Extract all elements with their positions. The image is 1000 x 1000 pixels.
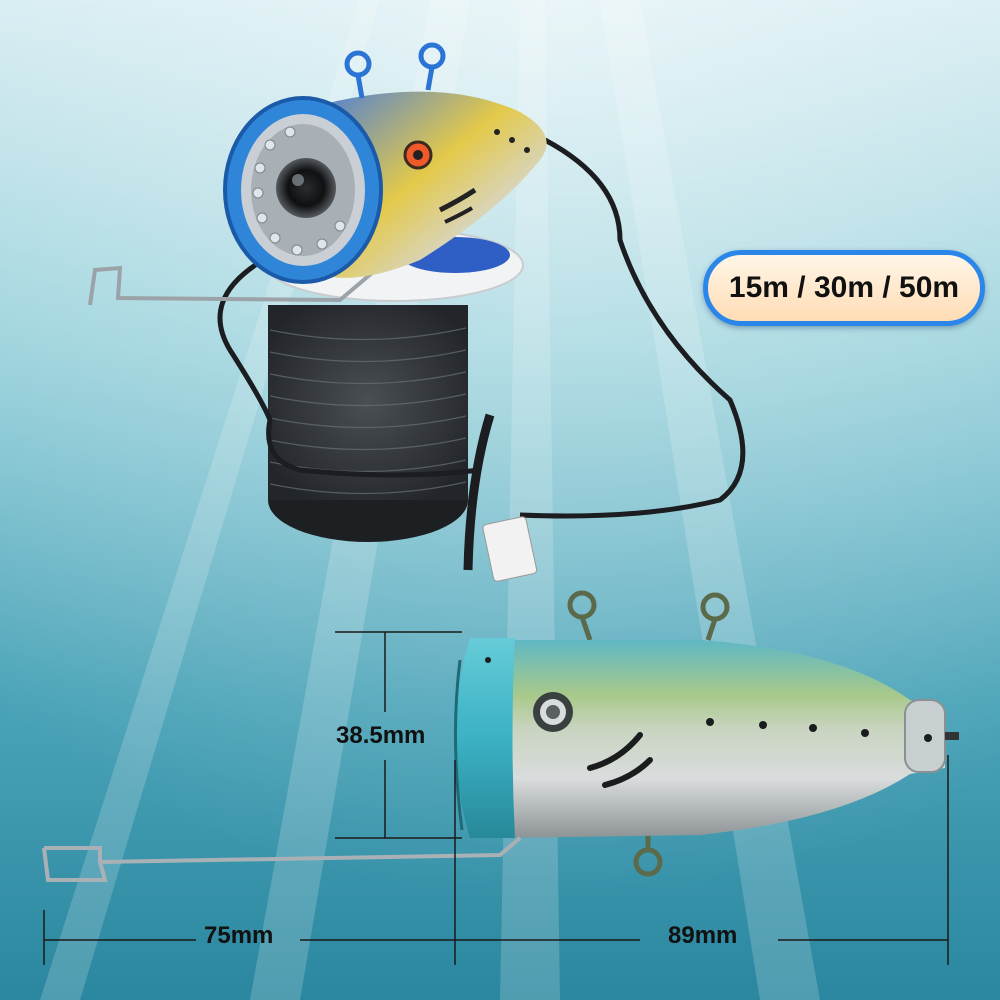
camera-body [320,91,547,278]
side-nose-pin [945,732,959,740]
camera-lens [276,158,336,218]
rod-length-dimension-label: 75mm [204,922,274,949]
body-length-dimension-label: 89mm [668,922,738,949]
side-body [500,640,945,838]
dimension-lines [43,631,949,965]
cable-loop [217,259,481,478]
side-gill [587,732,643,771]
side-front-ring [455,638,515,838]
height-dimension-label: 38.5mm [336,722,426,749]
camera-gill [438,187,477,213]
connector-cable [463,413,495,571]
ir-leds [252,126,346,256]
side-holes [485,657,932,742]
cable-length-badge: 15m / 30m / 50m [703,250,985,326]
cable [519,137,746,519]
cable-connector [482,516,538,582]
camera-with-cable-spool [88,42,746,582]
camera-side-view [42,590,959,882]
cable-length-options: 15m / 30m / 50m [728,271,960,304]
wire-hook-top [88,188,472,306]
